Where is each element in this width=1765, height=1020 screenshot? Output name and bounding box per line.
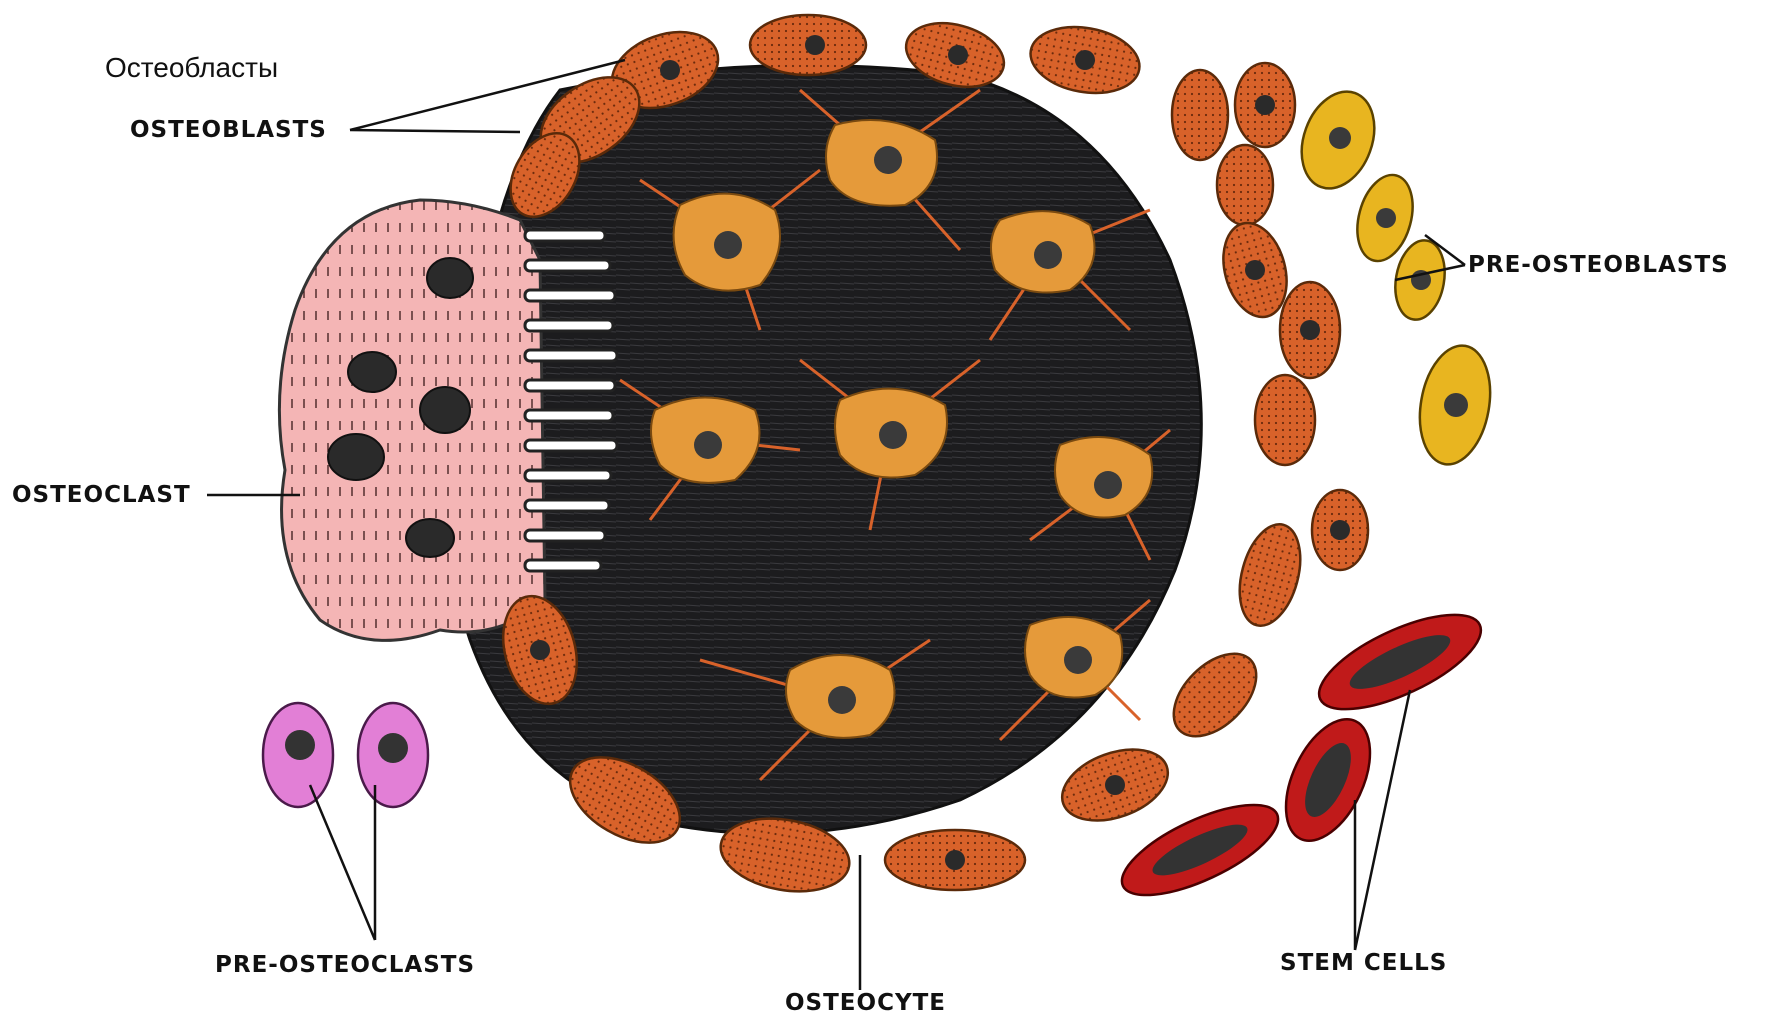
osteoclast-label: OSTEOCLAST [12,482,191,508]
pre-osteoblasts-label: PRE-OSTEOBLASTS [1468,252,1729,278]
stem-cells-label: STEM CELLS [1280,950,1447,976]
pre-osteoclasts-label: PRE-OSTEOCLASTS [215,952,475,978]
osteoblasts-label: OSTEOBLASTS [130,117,327,143]
osteoclast-cell [279,200,545,640]
russian-caption-label: Остеобласты [105,52,278,84]
osteocyte-label: OSTEOCYTE [785,990,946,1016]
pre-osteoclast-nuclei [285,730,408,763]
